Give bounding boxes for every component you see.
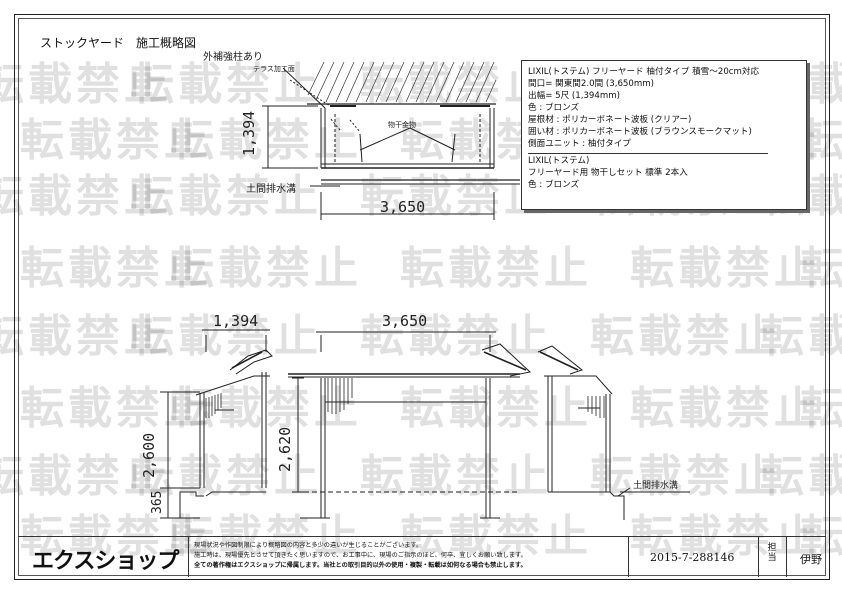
height-dim-left: 2,600 — [140, 432, 158, 478]
spec-box: LIXIL(トステム) フリーヤード 柚付タイプ 積雪～20cm対応 間口= 関… — [521, 60, 807, 210]
terrace-hatch — [307, 55, 496, 107]
spec-line: LIXIL(トステム) — [528, 156, 590, 166]
front-width-dim: 3,650 — [382, 312, 428, 330]
side-elevation-right — [538, 346, 690, 520]
plan-structure — [321, 108, 494, 168]
doc-number: 2015-7-288146 — [650, 551, 735, 564]
spec-line: 出幅= 5尺 (1,394mm) — [528, 91, 620, 101]
pillar-note: 外補強柱あり — [203, 52, 263, 63]
side-depth-dim: 1,394 — [213, 312, 259, 330]
height-dim-front: 2,620 — [276, 426, 294, 472]
watermark-text: 転載禁止 — [400, 383, 592, 434]
watermark-text: 転載禁止 — [800, 243, 842, 294]
watermark-text: 転載禁止 — [0, 171, 172, 222]
drying-note: 物干金物 — [388, 121, 416, 129]
disclaimer: 現場状況や作図制限により概略図の内容と多少の違いが生じることがございます。 施工… — [194, 541, 609, 571]
watermark-text: 転載禁止 — [170, 383, 362, 434]
watermark-text: 転載禁止 — [20, 115, 212, 166]
elevation-drain-note: 土間排水溝 — [633, 481, 679, 491]
spec-line: 間口= 関東間2.0間 (3,650mm) — [528, 79, 654, 89]
watermark-text: 転載禁止 — [130, 59, 322, 110]
disclaimer-cell — [188, 537, 628, 577]
watermark-text: 転載禁止 — [800, 383, 842, 434]
watermark-text: 転載禁止 — [130, 171, 322, 222]
spec-line: LIXIL(トステム) フリーヤード 柚付タイプ 積雪～20cm対応 — [528, 67, 760, 77]
person-name-cell — [786, 537, 826, 577]
spec-line: 色 : ブロンズ — [528, 180, 580, 190]
disclaimer-line: 現場状況や作図制限により概略図の内容と多少の違いが生じることがございます。 — [194, 542, 423, 549]
inner-frame — [18, 18, 826, 576]
person-label-cell — [758, 537, 786, 577]
spec-line: 囲い材 : ポリカーボネート波板 (ブラウンスモークマット) — [528, 127, 752, 137]
watermark-text: 転載禁止 — [0, 59, 172, 110]
terrace-note: テラス加工面 — [253, 65, 295, 73]
watermark-text: 転載禁止 — [630, 243, 822, 294]
watermark-text: 転載禁止 — [360, 451, 552, 502]
disclaimer-line: 施工時は、現場優先とさせて頂きたく思いますので、お工事中に、現場のご指示のほど、… — [194, 552, 527, 559]
plan-width-dim: 3,650 — [380, 198, 426, 216]
spec-line: 屋根材 : ポリカーボネート波板 (クリアー) — [528, 115, 692, 125]
outer-frame — [14, 14, 830, 580]
watermark-text: 転載禁止 — [760, 451, 842, 502]
spec-line: フリーヤード用 物干しセット 標準 2本入 — [528, 168, 688, 178]
watermark-text: 転載禁止 — [630, 383, 822, 434]
watermark-text: 転載禁止 — [170, 115, 362, 166]
watermark-text: 転載禁止 — [0, 451, 172, 502]
spec-line: 側面ユニット : 柚付タイプ — [528, 139, 631, 149]
doc-number-cell — [628, 537, 758, 577]
watermark-text: 転載禁止 — [400, 243, 592, 294]
side-elevation-left — [160, 330, 272, 518]
spec-line: 色 : ブロンズ — [528, 103, 580, 113]
watermark-text: 転載禁止 — [800, 115, 842, 166]
logo: エクスショップ — [32, 549, 179, 574]
watermark-text: 転載禁止 — [20, 243, 212, 294]
watermark-text: 転載禁止 — [360, 311, 552, 362]
plan-depth-dim: 1,394 — [240, 110, 258, 156]
watermark-text: 転載禁止 — [760, 311, 842, 362]
watermark-text: 転載禁止 — [170, 243, 362, 294]
footer: エクスショップ 現場状況や作図制限により概略図の内容と多少の違いが生じることがご… — [18, 536, 826, 577]
disclaimer-line: 全ての著作権はエクスショップに帰属します。当社との取引目的以外の使用・複製・転載… — [194, 562, 527, 569]
front-elevation — [288, 332, 530, 518]
person-label: 担当 — [767, 543, 777, 563]
watermark-text: 転載禁止 — [130, 311, 322, 362]
watermark-text: 転載禁止 — [130, 451, 322, 502]
diagram-title: ストックヤード 施工概略図 — [40, 36, 197, 50]
plan-drain-note: 土間排水溝 — [246, 184, 296, 195]
person-name: 伊野 — [800, 553, 822, 566]
spec-divider — [528, 153, 768, 154]
step-dim: 365 — [150, 490, 165, 514]
watermark-text: 転載禁止 — [0, 311, 172, 362]
watermark-text: 転載禁止 — [590, 311, 782, 362]
